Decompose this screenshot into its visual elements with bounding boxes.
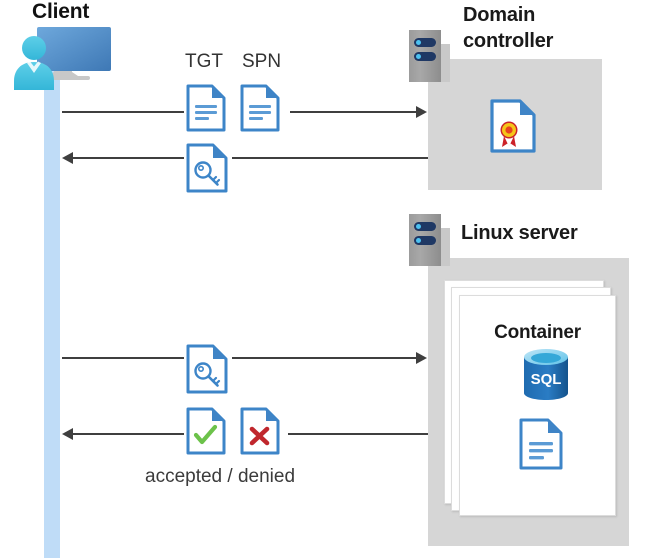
- sql-database-icon: SQL: [521, 348, 571, 407]
- keytab-document-icon: [519, 418, 563, 475]
- denied-document-icon: [240, 407, 280, 460]
- message-line-request-tgt-b: [290, 111, 416, 113]
- accepted-denied-label: accepted / denied: [145, 466, 296, 487]
- message-line-present-ticket-a: [62, 357, 184, 359]
- server-rack-icon-linux-server: [409, 214, 450, 266]
- arrowhead-request-tgt: [416, 106, 427, 118]
- spn-label: SPN: [242, 51, 282, 72]
- message-line-issue-ticket-a: [73, 157, 184, 159]
- arrowhead-issue-ticket: [62, 152, 73, 164]
- domain-controller-label-line1: Domain: [463, 4, 536, 26]
- tgt-label: TGT: [185, 51, 223, 72]
- linux-server-label: Linux server: [461, 222, 578, 244]
- document-icon-tgt: [186, 84, 226, 137]
- domain-controller-label: Domain controller: [463, 2, 653, 54]
- message-line-auth-result-b: [288, 433, 428, 435]
- arrowhead-present-ticket: [416, 352, 427, 364]
- key-document-icon-issued-ticket: [186, 143, 228, 198]
- key-document-icon-presented-ticket: [186, 344, 228, 399]
- certificate-document-icon: [490, 99, 536, 158]
- svg-text:SQL: SQL: [531, 371, 562, 388]
- domain-controller-label-line2: controller: [463, 30, 554, 52]
- message-line-present-ticket-b: [232, 357, 416, 359]
- container-label: Container: [494, 322, 581, 343]
- message-line-issue-ticket-b: [232, 157, 428, 159]
- client-lifeline: [44, 56, 60, 558]
- document-icon-spn: [240, 84, 280, 137]
- message-line-auth-result-a: [73, 433, 184, 435]
- arrowhead-auth-result: [62, 428, 73, 440]
- message-line-request-tgt-a: [62, 111, 184, 113]
- container-card-front: Container mssql.keytab: [459, 295, 616, 516]
- accepted-document-icon: [186, 407, 226, 460]
- client-label: Client: [32, 0, 90, 23]
- client-workstation-icon: [10, 24, 114, 95]
- server-rack-icon-domain-controller: [409, 30, 450, 82]
